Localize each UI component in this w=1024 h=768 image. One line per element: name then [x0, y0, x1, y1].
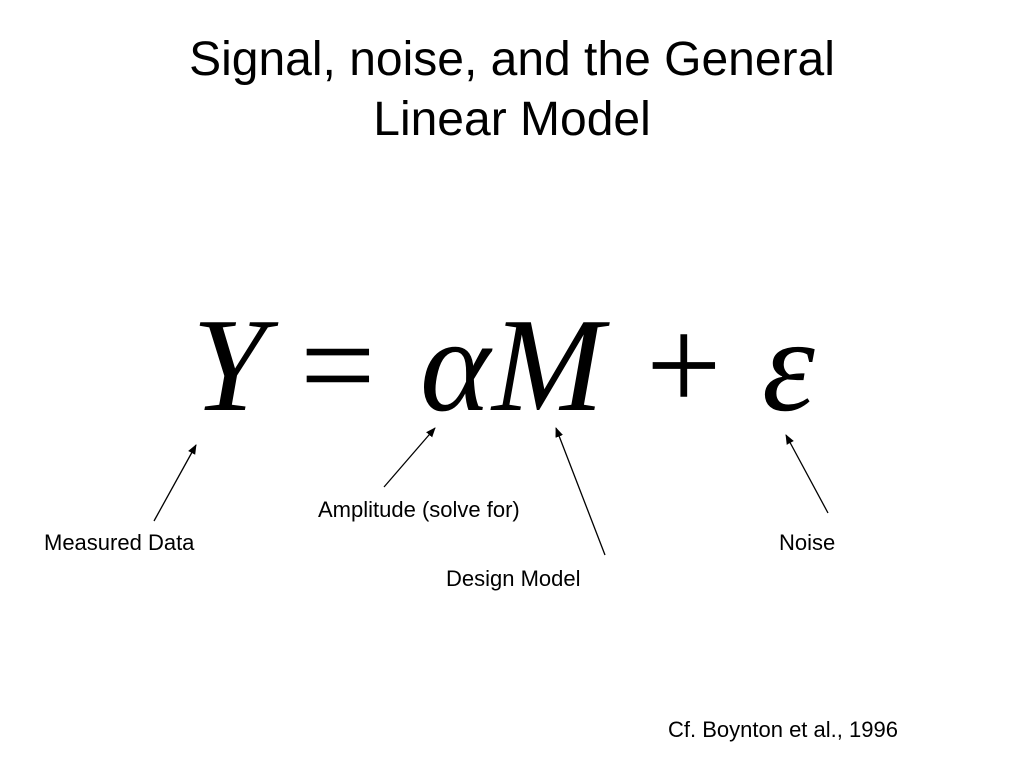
label-measured-data: Measured Data: [44, 530, 195, 555]
equation-epsilon-symbol: ε: [762, 291, 815, 439]
title-line-1: Signal, noise, and the General: [189, 33, 835, 86]
equation-y-symbol: Y: [192, 291, 267, 439]
arrow-noise: [785, 434, 829, 514]
label-noise: Noise: [779, 530, 836, 555]
equation-plus-sign: +: [646, 291, 722, 439]
arrow-design-model: [555, 427, 606, 556]
title-line-2: Linear Model: [373, 93, 651, 146]
equation-alpha-symbol: α: [420, 291, 491, 439]
glm-equation: Y = α M + ε: [0, 290, 1024, 440]
slide-title: Signal, noise, and the General Linear Mo…: [62, 30, 962, 150]
label-amplitude: Amplitude (solve for): [318, 497, 520, 522]
arrow-measured-data: [153, 444, 197, 522]
equation-m-symbol: M: [492, 291, 604, 439]
citation: Cf. Boynton et al., 1996: [668, 717, 898, 742]
equation-equals-sign: =: [300, 291, 376, 439]
label-design-model: Design Model: [446, 566, 581, 591]
